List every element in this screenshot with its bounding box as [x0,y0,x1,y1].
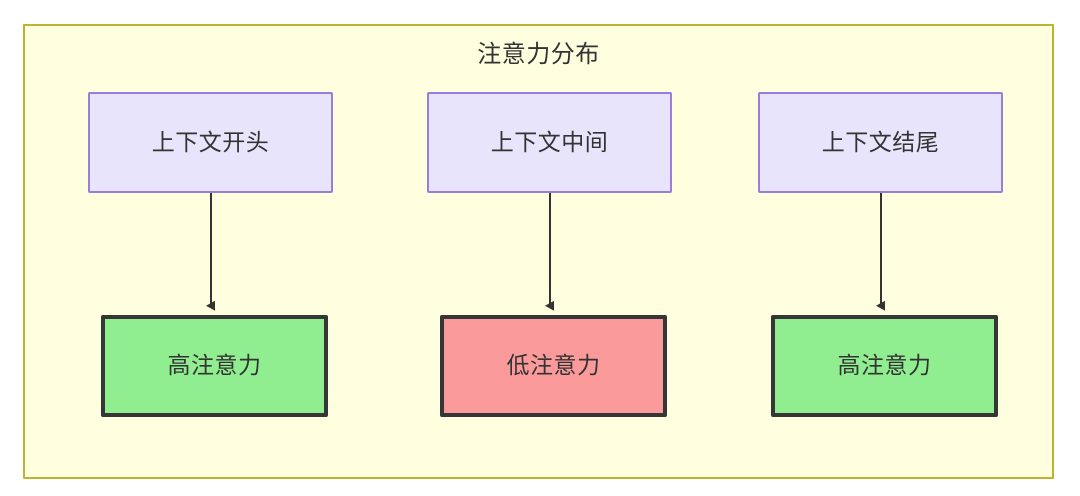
node-label: 低注意力 [506,352,601,379]
subgraph-title: 注意力分布 [477,41,600,68]
node-label: 高注意力 [837,352,932,379]
node-attn-high-end[interactable]: 高注意力 [771,315,998,417]
node-ctx-end[interactable]: 上下文结尾 [758,92,1003,193]
node-label: 高注意力 [167,352,262,379]
node-attn-low-middle[interactable]: 低注意力 [440,315,667,417]
node-ctx-middle[interactable]: 上下文中间 [427,92,672,193]
node-attn-high-start[interactable]: 高注意力 [101,315,328,417]
node-label: 上下文中间 [490,128,609,155]
node-ctx-start[interactable]: 上下文开头 [88,92,333,193]
node-label: 上下文结尾 [821,128,940,155]
node-label: 上下文开头 [151,128,270,155]
